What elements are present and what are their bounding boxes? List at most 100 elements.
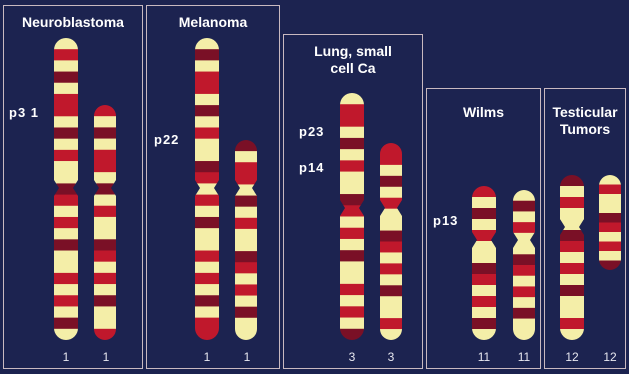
chromosome-band — [512, 308, 536, 319]
chromosome-band — [512, 244, 536, 255]
chromosome-number: 1 — [94, 350, 118, 364]
chromosome-band — [379, 296, 403, 308]
chromosome-band — [598, 242, 622, 252]
chromosome-band — [598, 185, 622, 195]
chromosome-band — [194, 217, 220, 229]
chromosome-band — [379, 263, 403, 275]
chromosome-band — [194, 127, 220, 139]
chromosome-band — [234, 307, 258, 319]
title-melanoma: Melanoma — [146, 14, 280, 31]
chromosome-band — [598, 223, 622, 233]
chromosome-number: 1 — [235, 350, 259, 364]
chromosome-band — [53, 217, 79, 229]
chromosome-band — [234, 284, 258, 296]
chromosome-band — [53, 262, 79, 274]
chromosome-band — [234, 318, 258, 330]
chromosome-band — [194, 161, 220, 173]
chromosome-band — [471, 230, 497, 242]
chromosome-band — [93, 105, 117, 117]
chromosome-band — [339, 160, 365, 172]
chromosome-band — [471, 241, 497, 253]
chromosome-band — [379, 154, 403, 166]
chromosome-band — [93, 306, 117, 318]
chromosome-band — [194, 239, 220, 251]
chromosome-band — [93, 161, 117, 173]
chromosome-1-deleted — [93, 105, 117, 341]
chromosome-band — [339, 295, 365, 307]
chromosome-band — [339, 205, 365, 217]
chromosome-band — [471, 197, 497, 209]
title-wilms: Wilms — [426, 104, 541, 121]
chromosome-band — [53, 49, 79, 61]
chromosome-band — [194, 172, 220, 184]
chromosome-band — [93, 295, 117, 307]
chromosome-band — [598, 194, 622, 204]
chromosome-band — [93, 172, 117, 184]
chromosome-band — [234, 151, 258, 163]
chromosome-band — [93, 273, 117, 285]
chromosome-band — [339, 172, 365, 184]
chromosome-band — [471, 263, 497, 275]
chromosome-band — [93, 228, 117, 240]
band-label-p14: p14 — [299, 160, 324, 175]
chromosome-band — [339, 217, 365, 229]
chromosome-12-normal — [559, 175, 585, 341]
chromosome-band — [53, 127, 79, 139]
band-label-p22: p22 — [154, 132, 179, 147]
chromosome-band — [194, 94, 220, 106]
chromosome-band — [194, 116, 220, 128]
chromosome-band — [194, 195, 220, 207]
chromosome-band — [93, 116, 117, 128]
chromosome-band — [379, 165, 403, 177]
chromosome-band — [194, 306, 220, 318]
chromosome-band — [53, 72, 79, 84]
chromosome-band — [234, 262, 258, 274]
chromosome-band — [379, 307, 403, 319]
chromosome-number: 3 — [379, 350, 403, 364]
chromosome-band — [93, 318, 117, 330]
chromosome-band — [559, 263, 585, 275]
chromosome-band — [339, 239, 365, 251]
chromosome-band — [339, 261, 365, 273]
chromosome-12-deleted — [598, 175, 622, 271]
chromosome-band — [379, 209, 403, 221]
chromosome-band — [53, 273, 79, 285]
chromosome-band — [194, 206, 220, 218]
chromosome-11-deleted — [512, 190, 536, 341]
chromosome-band — [53, 195, 79, 207]
chromosome-1-deleted — [234, 140, 258, 341]
chromosome-band — [559, 329, 585, 341]
chromosome-band — [194, 262, 220, 274]
chromosome-band — [53, 206, 79, 218]
chromosome-band — [512, 297, 536, 308]
chromosome-band — [512, 233, 536, 244]
chromosome-band — [512, 201, 536, 212]
chromosome-band — [379, 220, 403, 232]
chromosome-band — [471, 208, 497, 220]
chromosome-band — [339, 273, 365, 285]
chromosome-band — [53, 284, 79, 296]
chromosome-band — [559, 307, 585, 319]
chromosome-band — [512, 211, 536, 222]
chromosome-band — [598, 232, 622, 242]
chromosome-band — [559, 285, 585, 297]
chromosome-band — [339, 115, 365, 127]
chromosome-number: 11 — [512, 350, 536, 364]
chromosome-band — [471, 285, 497, 297]
chromosome-band — [379, 318, 403, 330]
chromosome-band — [194, 150, 220, 162]
chromosome-band — [339, 329, 365, 341]
title-lung: Lung, small cell Ca — [283, 43, 423, 77]
chromosome-band — [53, 306, 79, 318]
chromosome-band — [598, 204, 622, 214]
chromosome-band — [598, 213, 622, 223]
chromosome-band — [559, 219, 585, 231]
chromosome-band — [471, 219, 497, 231]
chromosome-number: 1 — [195, 350, 219, 364]
chromosome-band — [194, 251, 220, 263]
chromosome-band — [339, 127, 365, 139]
chromosome-band — [512, 222, 536, 233]
chromosome-band — [339, 284, 365, 296]
chromosome-band — [93, 183, 117, 195]
chromosome-band — [234, 207, 258, 219]
